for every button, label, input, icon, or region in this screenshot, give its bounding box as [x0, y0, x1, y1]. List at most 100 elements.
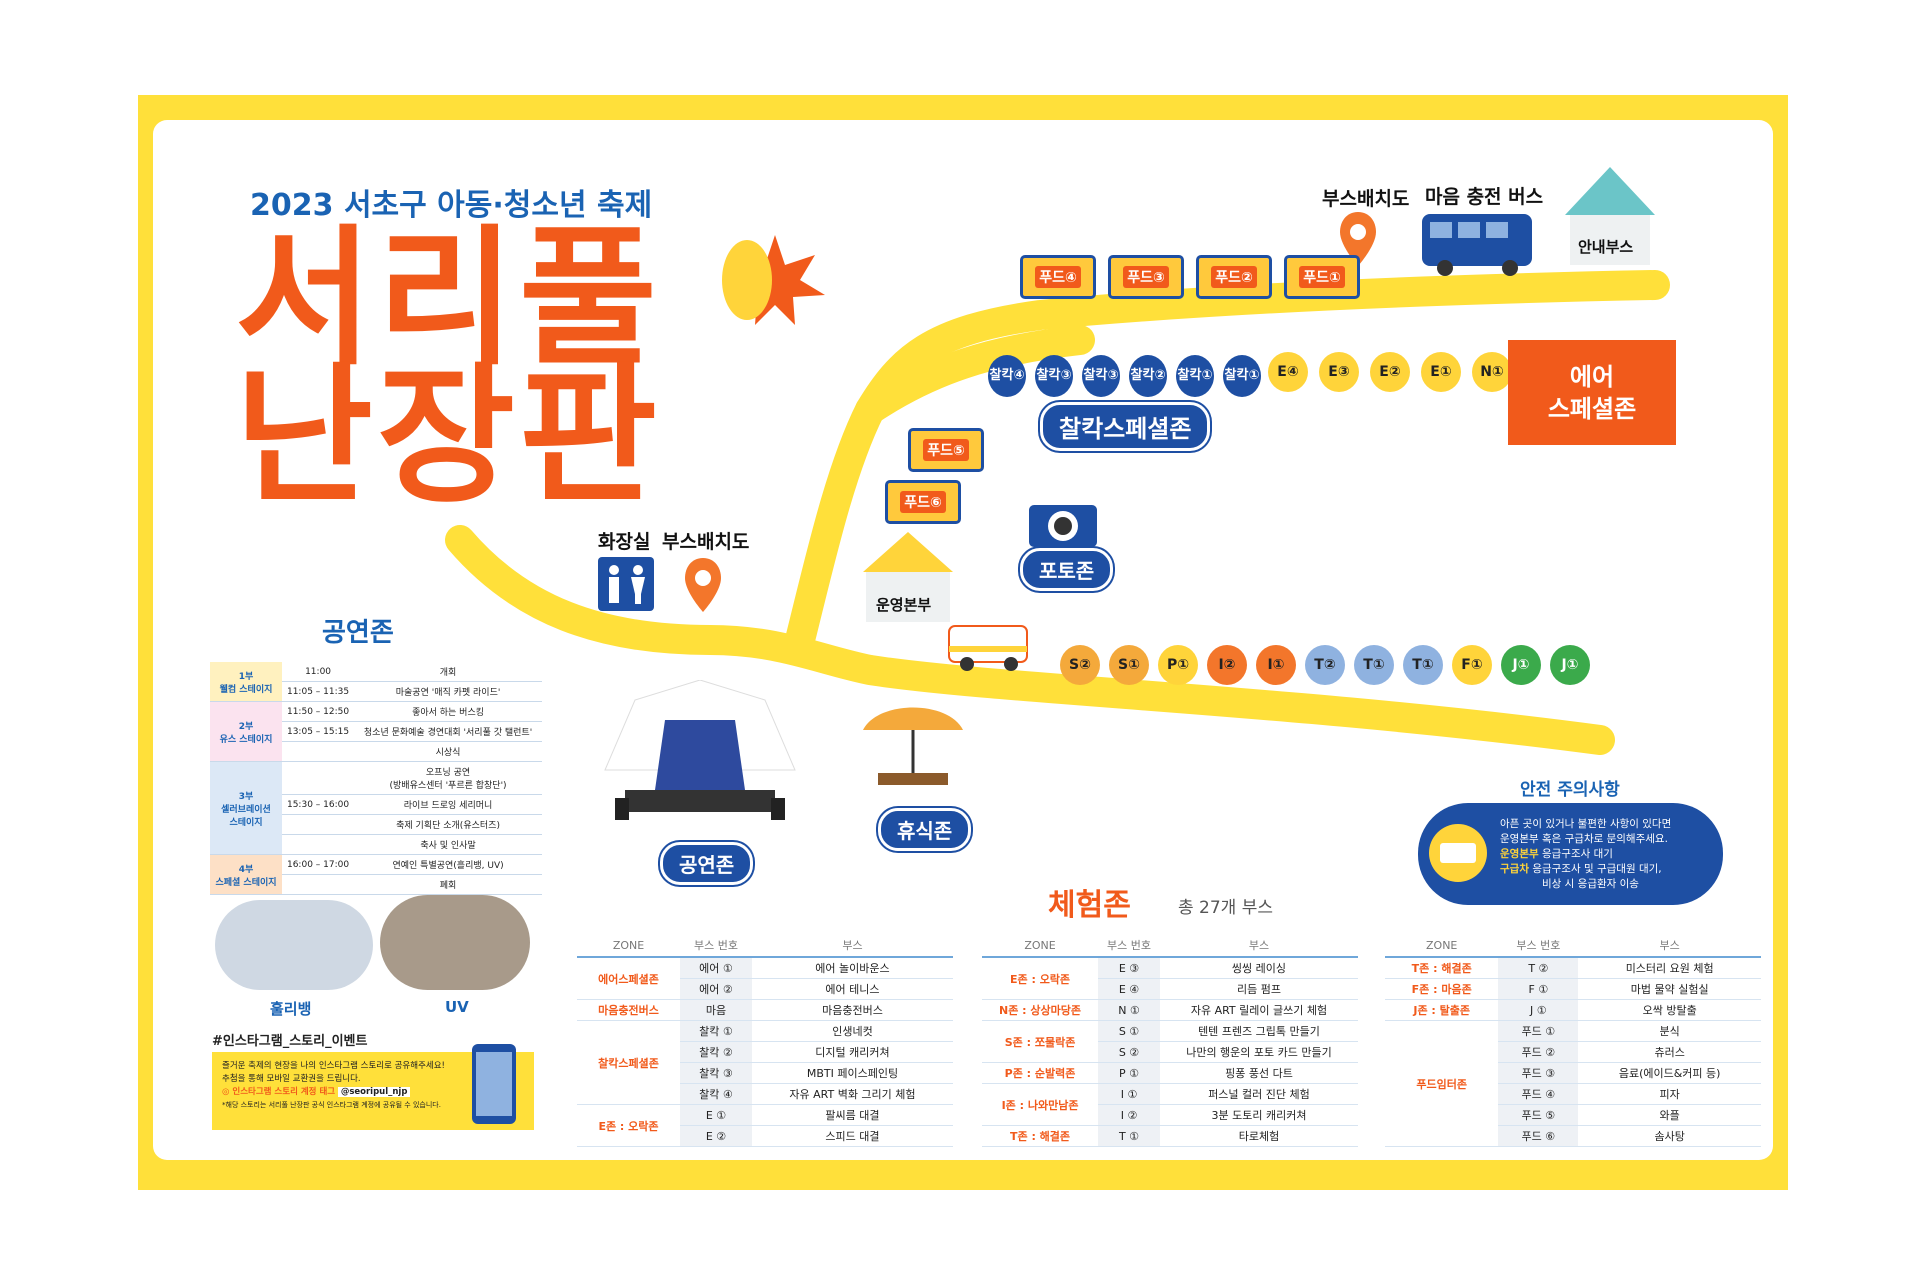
umbrella-bench-icon: [863, 707, 963, 785]
location-pin-icon: [1340, 212, 1376, 266]
zone-badge: P①: [1158, 645, 1198, 685]
insta-account: @seoripul_njp: [337, 1087, 411, 1097]
insta-line-1: 즐거운 축제의 현장을 나의 인스타그램 스토리로 공유해주세요!: [222, 1061, 445, 1071]
zone-badge: T②: [1305, 645, 1345, 685]
ambulance-icon: [948, 625, 1028, 671]
schedule-row: 축제 기획단 소개(유스터즈): [210, 814, 542, 835]
chalkak-badge: 찰칵③: [1082, 355, 1120, 397]
stage-zone-label: 공연존: [660, 842, 754, 885]
maple-leaf-icon: [725, 235, 825, 325]
schedule-row: 폐회: [210, 874, 542, 895]
zone-badge: F①: [1452, 645, 1492, 685]
zone-badge: T①: [1403, 645, 1443, 685]
food-truck: 푸드②: [1196, 255, 1272, 299]
safety-line-2: 운영본부 혹은 구급차로 문의해주세요.: [1500, 833, 1668, 845]
safety-amb-text: 응급구조사 및 구급대원 대기,: [1532, 863, 1662, 875]
air-badge: N①: [1472, 352, 1512, 392]
air-badges: E④ E③ E② E① N①: [1268, 352, 1512, 392]
booth-map-label-left: 부스배치도: [662, 531, 750, 553]
air-special-zone: 에어 스페셜존: [1508, 340, 1676, 445]
bus-icon: [1422, 214, 1532, 276]
artist-name-2: UV: [445, 998, 469, 1016]
air-badge: E①: [1421, 352, 1461, 392]
safety-line-1: 아픈 곳이 있거나 불편한 사항이 있다면: [1500, 818, 1672, 830]
zone-badges: S② S① P① I② I① T② T① T① F① J① J①: [1060, 645, 1590, 685]
schedule-row: 축사 및 인사말: [210, 834, 542, 855]
experience-title: 체험존: [1048, 888, 1131, 923]
chalkak-badge: 찰칵③: [1035, 355, 1073, 397]
artist-photo-1: [215, 900, 373, 990]
safety-notice: 아픈 곳이 있거나 불편한 사항이 있다면 운영본부 혹은 구급차로 문의해주세…: [1418, 803, 1723, 905]
ambulance-icon: [1429, 824, 1487, 882]
air-badge: E③: [1319, 352, 1359, 392]
restroom-label: 화장실: [598, 531, 651, 553]
festival-subtitle: 2023 서초구 아동·청소년 축제: [250, 188, 653, 223]
zone-badge: J①: [1501, 645, 1541, 685]
chalkak-badge: 찰칵④: [988, 355, 1026, 397]
chalkak-zone-label: 찰칵스페셜존: [1040, 402, 1211, 451]
safety-amb-text-2: 비상 시 응급환자 이송: [1542, 878, 1639, 890]
food-truck: 푸드⑤: [908, 428, 984, 472]
title-line-1: 서리풀: [235, 212, 662, 386]
air-badge: E②: [1370, 352, 1410, 392]
chalkak-badge: 찰칵①: [1176, 355, 1214, 397]
zone-badge: J①: [1550, 645, 1590, 685]
rest-zone-label: 휴식존: [878, 808, 972, 851]
chalkak-badge: 찰칵①: [1223, 355, 1261, 397]
chalkak-badges: 찰칵④ 찰칵③ 찰칵③ 찰칵② 찰칵① 찰칵①: [988, 355, 1261, 397]
hq-label: 운영본부: [876, 596, 932, 614]
safety-hq-text: 응급구조사 대기: [1541, 848, 1613, 860]
air-badge: E④: [1268, 352, 1308, 392]
insta-tag-label: ◎ 인스타그램 스토리 계정 태그: [222, 1087, 336, 1097]
safety-hq-label: 운영본부: [1500, 848, 1539, 860]
food-truck: 푸드③: [1108, 255, 1184, 299]
artist-name-1: 훌리뱅: [270, 1000, 312, 1018]
food-truck: 푸드⑥: [885, 480, 961, 524]
hq-tent-icon: [863, 532, 953, 622]
food-trucks-top: 푸드④ 푸드③ 푸드② 푸드①: [1020, 255, 1360, 299]
food-truck: 푸드①: [1284, 255, 1360, 299]
zone-badge: S①: [1109, 645, 1149, 685]
artist-photo-2: [380, 895, 530, 990]
zone-badge: I①: [1256, 645, 1296, 685]
phone-icon: [472, 1044, 516, 1124]
info-tent-icon: [1565, 167, 1655, 265]
experience-count: 총 27개 부스: [1178, 898, 1273, 918]
performance-title: 공연존: [322, 618, 394, 648]
food-truck: 푸드④: [1020, 255, 1096, 299]
zone-badge: S②: [1060, 645, 1100, 685]
insta-note: *해당 스토리는 서리풀 난장판 공식 인스타그램 계정에 공유될 수 있습니다…: [222, 1101, 441, 1109]
location-pin-icon: [685, 558, 721, 612]
title-line-2: 난장판: [235, 350, 662, 524]
photo-zone-label: 포토존: [1020, 548, 1114, 591]
